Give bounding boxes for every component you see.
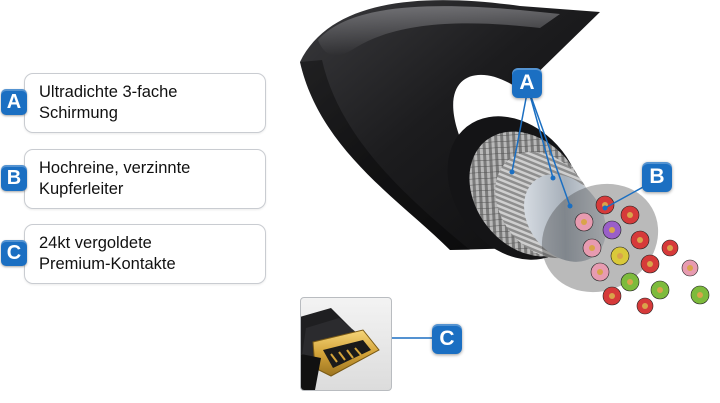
callout-lines-a: [511, 87, 571, 207]
legend-text: 24kt vergoldete Premium-Kontakte: [39, 233, 257, 275]
callout-c: C: [432, 324, 462, 354]
legend-line: Kupferleiter: [39, 180, 124, 198]
cable-jacket: [300, 0, 600, 250]
badge-a: A: [1, 89, 27, 115]
badge-b: B: [1, 165, 27, 191]
legend-box: 24kt vergoldete Premium-Kontakte: [24, 224, 266, 284]
badge-c: C: [1, 240, 27, 266]
legend-line: Hochreine, verzinnte: [39, 159, 191, 177]
wire-bundle: [541, 183, 710, 315]
legend-line: 24kt vergoldete: [39, 234, 152, 252]
foil-shield: [524, 174, 606, 262]
legend-box: Hochreine, verzinnte Kupferleiter: [24, 149, 266, 209]
legend-box: Ultradichte 3-fache Schirmung: [24, 73, 266, 133]
jacket-shadow: [300, 60, 470, 250]
hdmi-plug-icon: [301, 308, 380, 390]
legend-line: Premium-Kontakte: [39, 255, 176, 273]
plug-inset: [300, 297, 392, 391]
legend-item-c: 24kt vergoldete Premium-Kontakte C: [0, 224, 268, 286]
legend-text: Hochreine, verzinnte Kupferleiter: [39, 158, 257, 200]
jacket-highlight: [318, 6, 560, 56]
legend-line: Schirmung: [39, 104, 118, 122]
callout-line-b: [604, 185, 646, 209]
legend-item-a: Ultradichte 3-fache Schirmung A: [0, 73, 268, 135]
callout-b: B: [642, 162, 672, 192]
legend-text: Ultradichte 3-fache Schirmung: [39, 82, 257, 124]
legend-line: Ultradichte 3-fache: [39, 83, 178, 101]
legend-item-b: Hochreine, verzinnte Kupferleiter B: [0, 149, 268, 211]
callout-a: A: [512, 68, 542, 98]
